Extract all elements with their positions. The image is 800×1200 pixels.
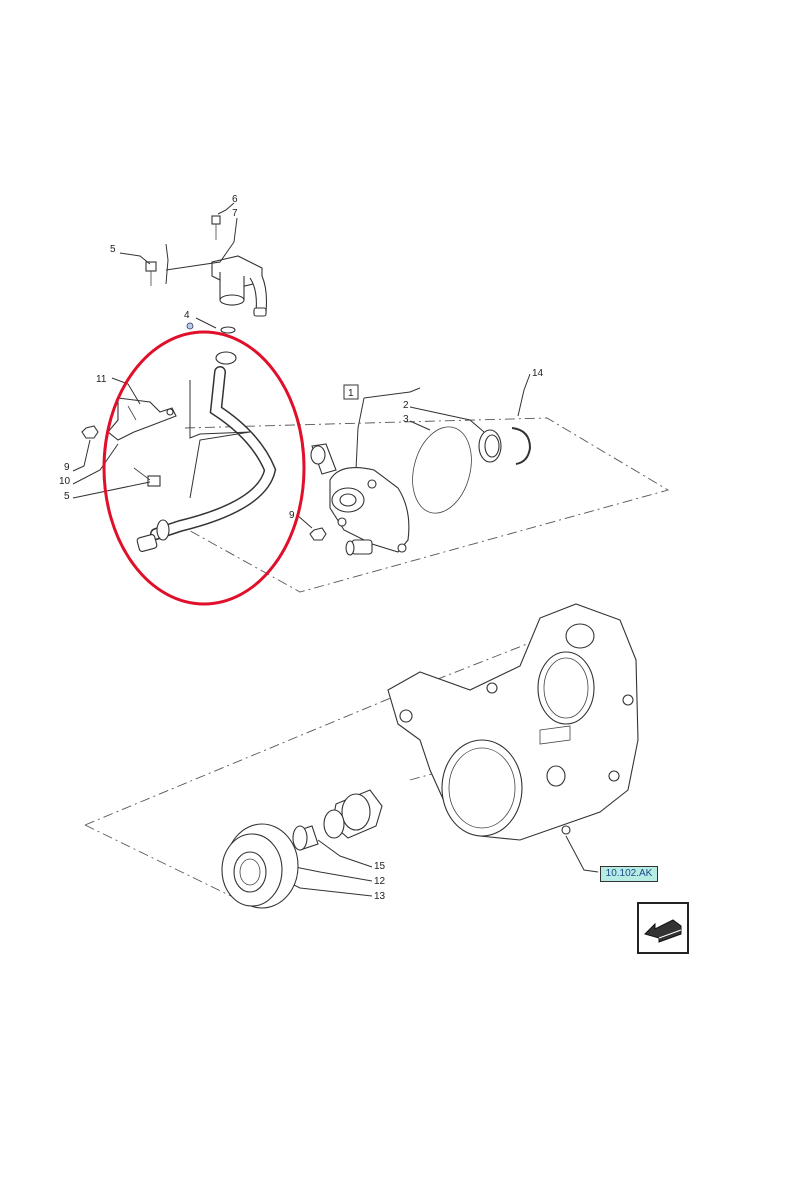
callout-9-right: 9 [289, 510, 295, 521]
reference-link[interactable]: 10.102.AK [600, 866, 658, 882]
arrow-return-icon [644, 919, 682, 943]
callout-10: 10 [59, 476, 71, 487]
coolant-hose [136, 366, 277, 552]
callout-3: 3 [403, 414, 409, 425]
callout-1: 1 [348, 388, 354, 399]
bushing-12 [292, 825, 319, 851]
bracket-11 [107, 397, 177, 441]
pipe-nut [215, 351, 237, 365]
pulley-13 [221, 823, 299, 909]
seal-2 [478, 429, 502, 463]
callout-15: 15 [374, 861, 386, 872]
bolt-6 [211, 215, 221, 240]
assembly-outline-upper [184, 417, 670, 593]
nut-9-right [309, 527, 327, 541]
callout-1-box [343, 384, 359, 400]
seal-housing-15 [323, 789, 383, 839]
callout-14: 14 [532, 368, 544, 379]
nav-return-button[interactable] [637, 902, 689, 954]
callout-11: 11 [96, 374, 107, 385]
callout-2: 2 [403, 400, 409, 411]
clamp-4 [220, 326, 236, 334]
snap-ring-14 [511, 427, 532, 465]
bolt-5-mid [133, 467, 161, 487]
thermostat-housing [211, 255, 268, 317]
timing-cover [387, 603, 639, 841]
callout-4: 4 [184, 310, 190, 321]
callout-7: 7 [232, 208, 238, 219]
callout-5-mid: 5 [64, 491, 70, 502]
nut-9-left [81, 425, 99, 439]
bolt-5-top [145, 261, 157, 286]
callout-6: 6 [232, 194, 238, 205]
marker-dot [186, 322, 194, 330]
callout-12: 12 [374, 876, 386, 887]
callout-9-left: 9 [64, 462, 70, 473]
o-ring-3 [412, 426, 472, 514]
leader-lines [72, 202, 599, 897]
water-pump [310, 443, 410, 556]
callout-13: 13 [374, 891, 386, 902]
highlight-circle [102, 330, 306, 606]
callout-5-top: 5 [110, 244, 116, 255]
